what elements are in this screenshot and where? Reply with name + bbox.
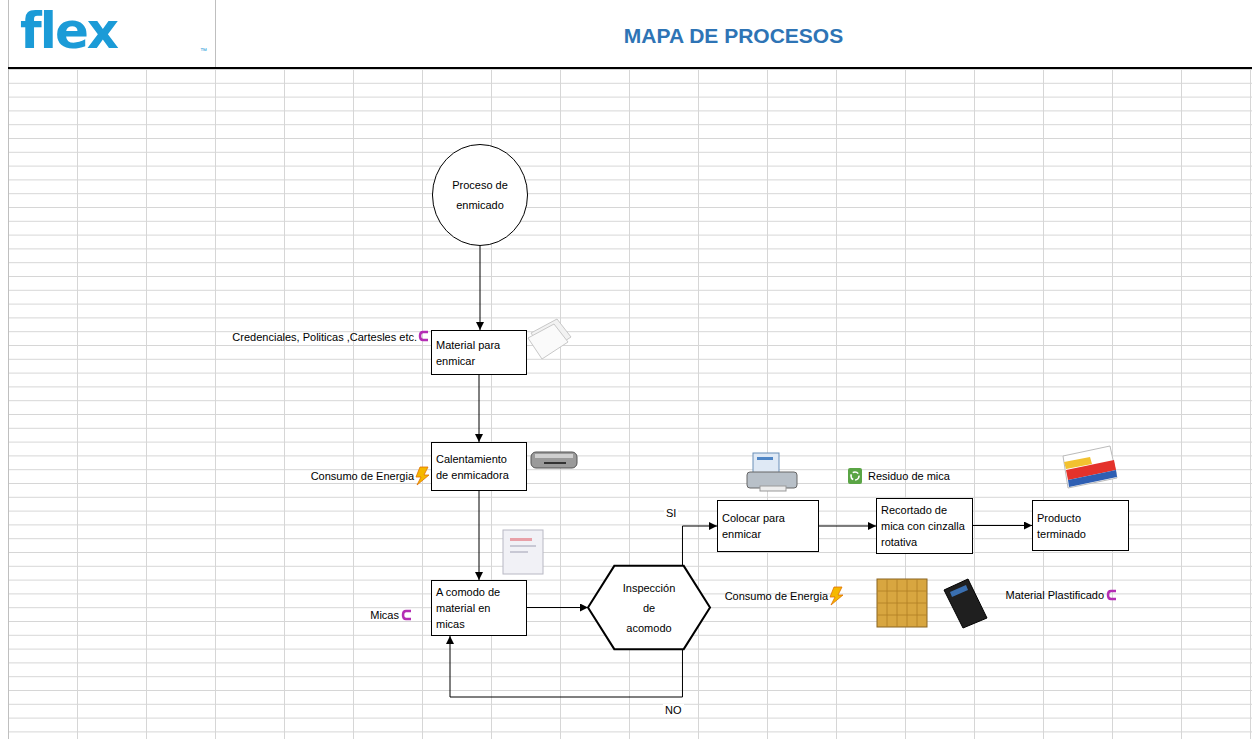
energy-label: Consumo de Energia <box>725 589 828 603</box>
flow-arrow <box>479 375 480 442</box>
flow-arrow <box>527 607 588 608</box>
node-text: Colocar para enmicar <box>722 510 814 542</box>
flow-arrow <box>682 526 717 566</box>
header-rule <box>8 67 1252 69</box>
laminator-picture <box>544 462 566 464</box>
product-picture <box>1068 470 1117 487</box>
hexagon-outline <box>588 566 710 649</box>
trademark: ™ <box>200 46 207 55</box>
product-picture <box>1063 446 1117 488</box>
node-text: Recortado de mica con cinzalla rotativa <box>881 502 968 550</box>
energy-symbol <box>830 587 843 605</box>
energy-symbol <box>416 467 429 485</box>
recycle-arrows <box>851 472 859 480</box>
output-label: Material Plastificado <box>1006 588 1104 602</box>
recycle-symbol <box>848 468 862 484</box>
header-divider <box>215 0 216 68</box>
pouch-picture <box>503 530 543 574</box>
laminating-picture <box>760 486 786 491</box>
circle-outline <box>432 144 528 246</box>
flow-arrow <box>819 526 876 527</box>
laminator-picture <box>531 452 577 468</box>
node-text: A comodo de material en micas <box>436 584 522 632</box>
page-title: MAPA DE PROCESOS <box>215 24 1252 48</box>
process-box: Calentamiento de enmicadora <box>431 442 527 491</box>
pouch-picture <box>510 551 528 553</box>
node-text: Proceso de enmicado <box>448 175 512 215</box>
grid-area <box>8 69 1252 739</box>
cutter-picture <box>877 579 927 627</box>
energy-label: Consumo de Energia <box>311 469 414 483</box>
input-label: Micas <box>370 608 399 622</box>
trimmer-picture <box>950 585 968 597</box>
node-text: Inspección de acomodo <box>621 578 677 638</box>
sheet-border <box>8 0 9 739</box>
trimmer-picture <box>944 579 987 628</box>
input-symbol <box>403 611 411 619</box>
start-circle: Proceso de enmicado <box>432 144 528 246</box>
branch-label: SI <box>664 507 678 520</box>
process-box: A comodo de material en micas <box>431 580 527 636</box>
pouch-picture <box>510 545 536 547</box>
pouch-picture <box>510 538 532 541</box>
flow-arrow <box>480 246 481 330</box>
input-symbol <box>420 332 428 340</box>
paper-picture <box>528 324 568 359</box>
decision-hexagon: Inspección de acomodo <box>587 565 711 650</box>
node-text: Material para enmicar <box>436 337 522 369</box>
logo-text: flex <box>20 2 117 60</box>
flow-arrow <box>973 525 1032 526</box>
flow-arrow <box>479 491 480 580</box>
process-box: Colocar para enmicar <box>717 500 819 552</box>
output-symbol <box>1108 591 1116 599</box>
input-label: Credenciales, Politicas ,Cartesles etc. <box>232 330 417 344</box>
node-text: Producto terminado <box>1037 510 1124 542</box>
node-text: Calentamiento de enmicadora <box>436 451 522 483</box>
process-box: Material para enmicar <box>431 330 527 375</box>
laminator-picture <box>535 454 573 458</box>
process-box: Recortado de mica con cinzalla rotativa <box>876 498 973 554</box>
circle-outline <box>432 145 527 246</box>
waste-label: Residuo de mica <box>868 469 950 483</box>
laminating-picture <box>757 457 773 460</box>
product-picture <box>1064 457 1092 469</box>
cutter-picture <box>877 579 927 627</box>
branch-label: NO <box>663 704 684 717</box>
process-box: Producto terminado <box>1032 500 1129 551</box>
laminating-picture <box>753 453 779 474</box>
